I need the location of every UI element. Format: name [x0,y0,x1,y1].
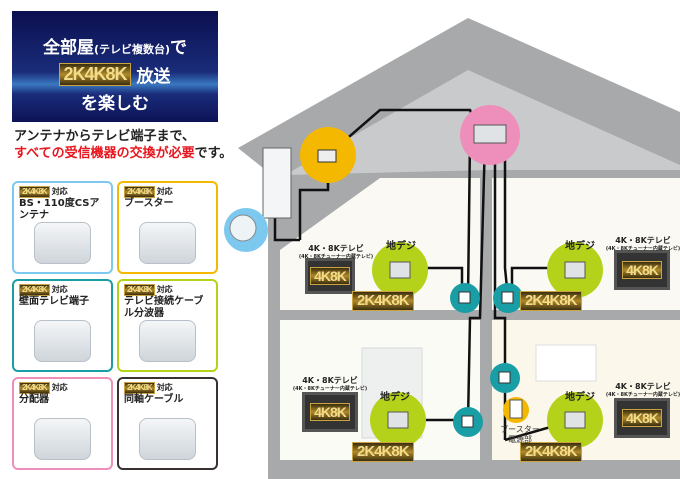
tv-badge: 4K8K [622,261,662,279]
product-name: 同軸ケーブル [124,394,184,405]
chidegi-label: 地デジ [565,392,595,403]
title-badge: 2K4K8K [59,63,131,86]
antenna-image [34,222,91,264]
compat-badge: 2K4K8K [19,382,50,394]
tv-badge: 4K8K [310,267,350,285]
room-badge: 2K4K8K [520,442,582,462]
tv-lower-right: 4K8K [614,398,670,438]
tv-label: 4K・8Kテレビ(4K・8Kチューナー内蔵テレビ) [292,376,368,392]
compat-badge: 2K4K8K [19,186,50,198]
subtitle-line1: アンテナからテレビ端子まで、 [14,129,195,144]
compat-badge: 2K4K8K [124,186,155,198]
compat-label: 対応 [156,285,173,294]
title-line2: 放送 [136,67,171,87]
booster-image [139,222,196,264]
tv-upper-right: 4K8K [614,250,670,290]
subtitle: アンテナからテレビ端子まで、 すべての受信機器の交換が必要です。 [14,128,232,162]
room-badge: 2K4K8K [352,291,414,311]
chidegi-label: 地デジ [386,241,416,252]
tv-lower-left: 4K8K [302,392,358,432]
coax-cable-image [139,418,196,460]
subtitle-end: です。 [194,146,233,161]
subtitle-red: すべての受信機器の交換が必要 [14,146,195,161]
compat-badge: 2K4K8K [124,382,155,394]
distributor-image [34,418,91,460]
room-badge: 2K4K8K [352,442,414,462]
title-line1-small: (テレビ複数台) [93,43,171,56]
compat-badge: 2K4K8K [124,284,155,296]
compat-label: 対応 [156,383,173,392]
tv-badge: 4K8K [622,409,662,427]
compat-badge: 2K4K8K [19,284,50,296]
title-line1: 全部屋 [42,38,94,58]
compat-label: 対応 [51,187,68,196]
tv-label: 4K・8Kテレビ(4K・8Kチューナー内蔵テレビ) [298,244,374,260]
compat-label: 対応 [51,383,68,392]
wall-outlet-image [34,320,91,362]
chidegi-label: 地デジ [565,241,595,252]
tv-label: 4K・8Kテレビ(4K・8Kチューナー内蔵テレビ) [605,382,680,398]
compat-label: 対応 [51,285,68,294]
product-name: BS・110度CSアンテナ [19,198,100,221]
splitter-cable-image [139,320,196,362]
title-line3: を楽しむ [81,94,149,114]
tv-label: 4K・8Kテレビ(4K・8Kチューナー内蔵テレビ) [605,236,680,252]
room-badge: 2K4K8K [520,291,582,311]
tv-upper-left: 4K8K [305,258,355,294]
title-line1-end: で [170,38,188,58]
booster-power-label: ブースター電源部 [500,425,540,444]
compat-label: 対応 [156,187,173,196]
product-name: ブースター [124,198,174,209]
tv-badge: 4K8K [310,403,350,421]
product-name: テレビ接続ケーブル分波器 [124,296,204,319]
product-name: 分配器 [19,394,49,405]
product-name: 壁面テレビ端子 [19,296,89,307]
chidegi-label: 地デジ [380,392,410,403]
